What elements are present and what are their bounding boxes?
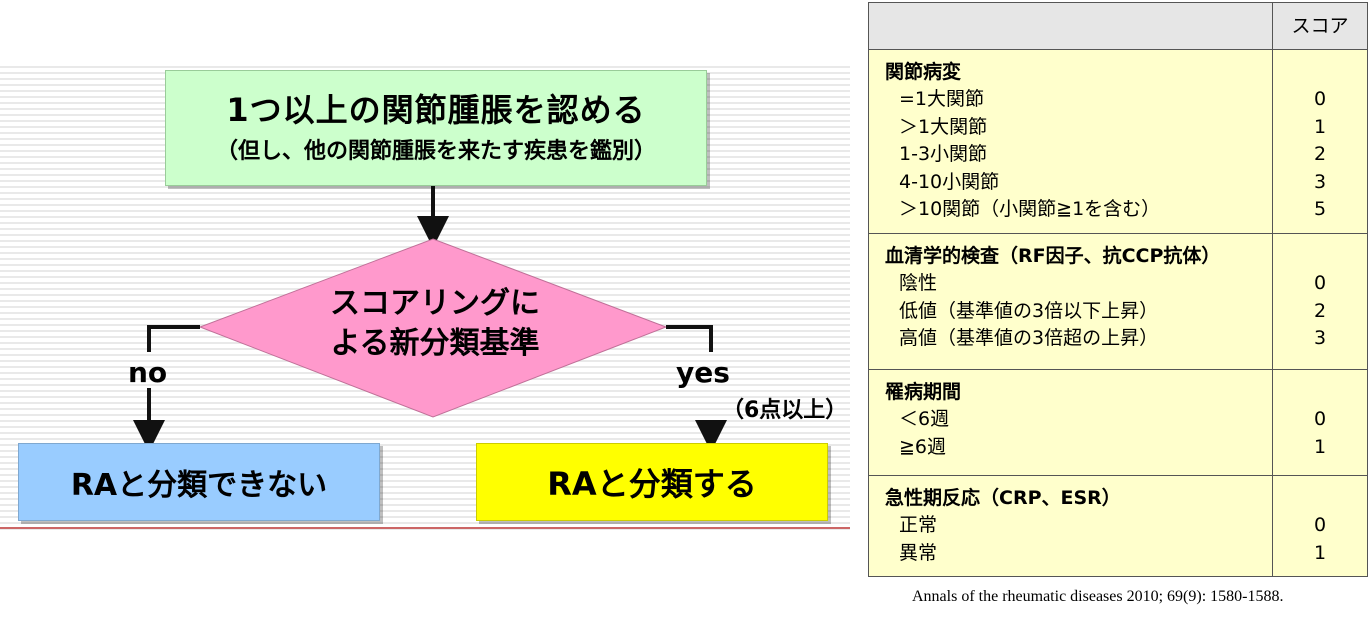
criterion-score: 2 <box>1313 299 1327 322</box>
start-box: 1つ以上の関節腫脹を認める （但し、他の関節腫脹を来たす疾患を鑑別） <box>165 70 707 186</box>
yes-label: yes <box>676 356 730 389</box>
criterion-label: ≧6週 <box>899 435 947 458</box>
section-acute-phase-label-cell: 急性期反応（CRP、ESR） 正常 異常 <box>868 475 1273 577</box>
criterion-score: 1 <box>1313 115 1327 138</box>
criterion-label: ＞10関節（小関節≧1を含む） <box>899 198 1161 220</box>
yes-result-box: RAと分類する <box>476 443 828 521</box>
section-serology-score-cell: 0 2 3 <box>1272 233 1368 370</box>
no-label: no <box>128 356 168 389</box>
criterion-label: ＞1大関節 <box>899 115 988 138</box>
decision-line-1: スコアリングに <box>330 286 540 321</box>
criterion-label: 1-3小関節 <box>899 143 988 165</box>
no-result-box: RAと分類できない <box>18 443 380 521</box>
criterion-score: 5 <box>1313 198 1327 220</box>
criterion-label: 4-10小関節 <box>899 170 1000 193</box>
section-serology-label-cell: 血清学的検査（RF因子、抗CCP抗体） 陰性 低値（基準値の3倍以下上昇） 高値… <box>868 233 1273 370</box>
section-joints-score-cell: 0 1 2 3 5 <box>1272 49 1368 234</box>
section-title: 関節病変 <box>885 61 962 83</box>
section-duration-label-cell: 罹病期間 ＜6週 ≧6週 <box>868 369 1273 476</box>
flowchart-connectors <box>133 186 727 452</box>
criterion-label: 異常 <box>899 541 938 564</box>
start-sub-text: （但し、他の関節腫脹を来たす疾患を鑑別） <box>215 139 656 164</box>
section-duration-score-cell: 0 1 <box>1272 369 1368 476</box>
criterion-score: 3 <box>1313 170 1327 193</box>
section-title: 罹病期間 <box>885 381 962 403</box>
flowchart: 1つ以上の関節腫脹を認める （但し、他の関節腫脹を来たす疾患を鑑別） スコアリン… <box>0 62 850 530</box>
decision-text: スコアリングに よる新分類基準 <box>260 282 610 366</box>
section-title: 急性期反応（CRP、ESR） <box>885 487 1121 509</box>
arrow-yes-branch <box>666 325 713 352</box>
section-joints-label-cell: 関節病変 =1大関節 ＞1大関節 1-3小関節 4-10小関節 ＞10関節（小関… <box>868 49 1273 234</box>
criterion-label: ＜6週 <box>899 408 950 430</box>
header-score-cell: スコア <box>1272 2 1368 50</box>
arrow-no-branch <box>147 325 200 352</box>
yes-condition: （6点以上） <box>722 398 848 423</box>
criterion-score: 2 <box>1313 143 1327 165</box>
score-header: スコア <box>1291 15 1349 37</box>
criterion-score: 3 <box>1313 327 1327 349</box>
section-duration: 罹病期間 ＜6週 ≧6週 0 1 <box>868 369 1368 476</box>
table-header-row: スコア <box>868 2 1368 50</box>
section-acute-phase: 急性期反応（CRP、ESR） 正常 異常 0 1 <box>868 475 1368 577</box>
decision-diamond <box>198 238 668 418</box>
criterion-label: 正常 <box>899 514 938 536</box>
criterion-score: 0 <box>1313 514 1327 536</box>
section-acute-phase-score-cell: 0 1 <box>1272 475 1368 577</box>
criterion-label: 低値（基準値の3倍以下上昇） <box>899 299 1159 322</box>
criterion-label: =1大関節 <box>899 88 985 110</box>
score-table: スコア 関節病変 =1大関節 ＞1大関節 1-3小関節 4-10小関節 ＞10関… <box>868 2 1368 577</box>
criterion-score: 0 <box>1313 272 1327 294</box>
divider-line <box>0 527 850 529</box>
section-title: 血清学的検査（RF因子、抗CCP抗体） <box>885 245 1221 267</box>
criterion-score: 1 <box>1313 435 1327 458</box>
header-blank-cell <box>868 2 1273 50</box>
citation: Annals of the rheumatic diseases 2010; 6… <box>912 588 1284 605</box>
section-serology: 血清学的検査（RF因子、抗CCP抗体） 陰性 低値（基準値の3倍以下上昇） 高値… <box>868 233 1368 370</box>
criterion-score: 0 <box>1313 408 1327 430</box>
decision-line-2: よる新分類基準 <box>330 326 540 361</box>
criterion-score: 0 <box>1313 88 1327 110</box>
start-main-text: 1つ以上の関節腫脹を認める <box>226 91 646 129</box>
criterion-score: 1 <box>1313 541 1327 564</box>
section-joints: 関節病変 =1大関節 ＞1大関節 1-3小関節 4-10小関節 ＞10関節（小関… <box>868 49 1368 234</box>
criterion-label: 陰性 <box>899 272 938 294</box>
criterion-label: 高値（基準値の3倍超の上昇） <box>899 327 1159 349</box>
